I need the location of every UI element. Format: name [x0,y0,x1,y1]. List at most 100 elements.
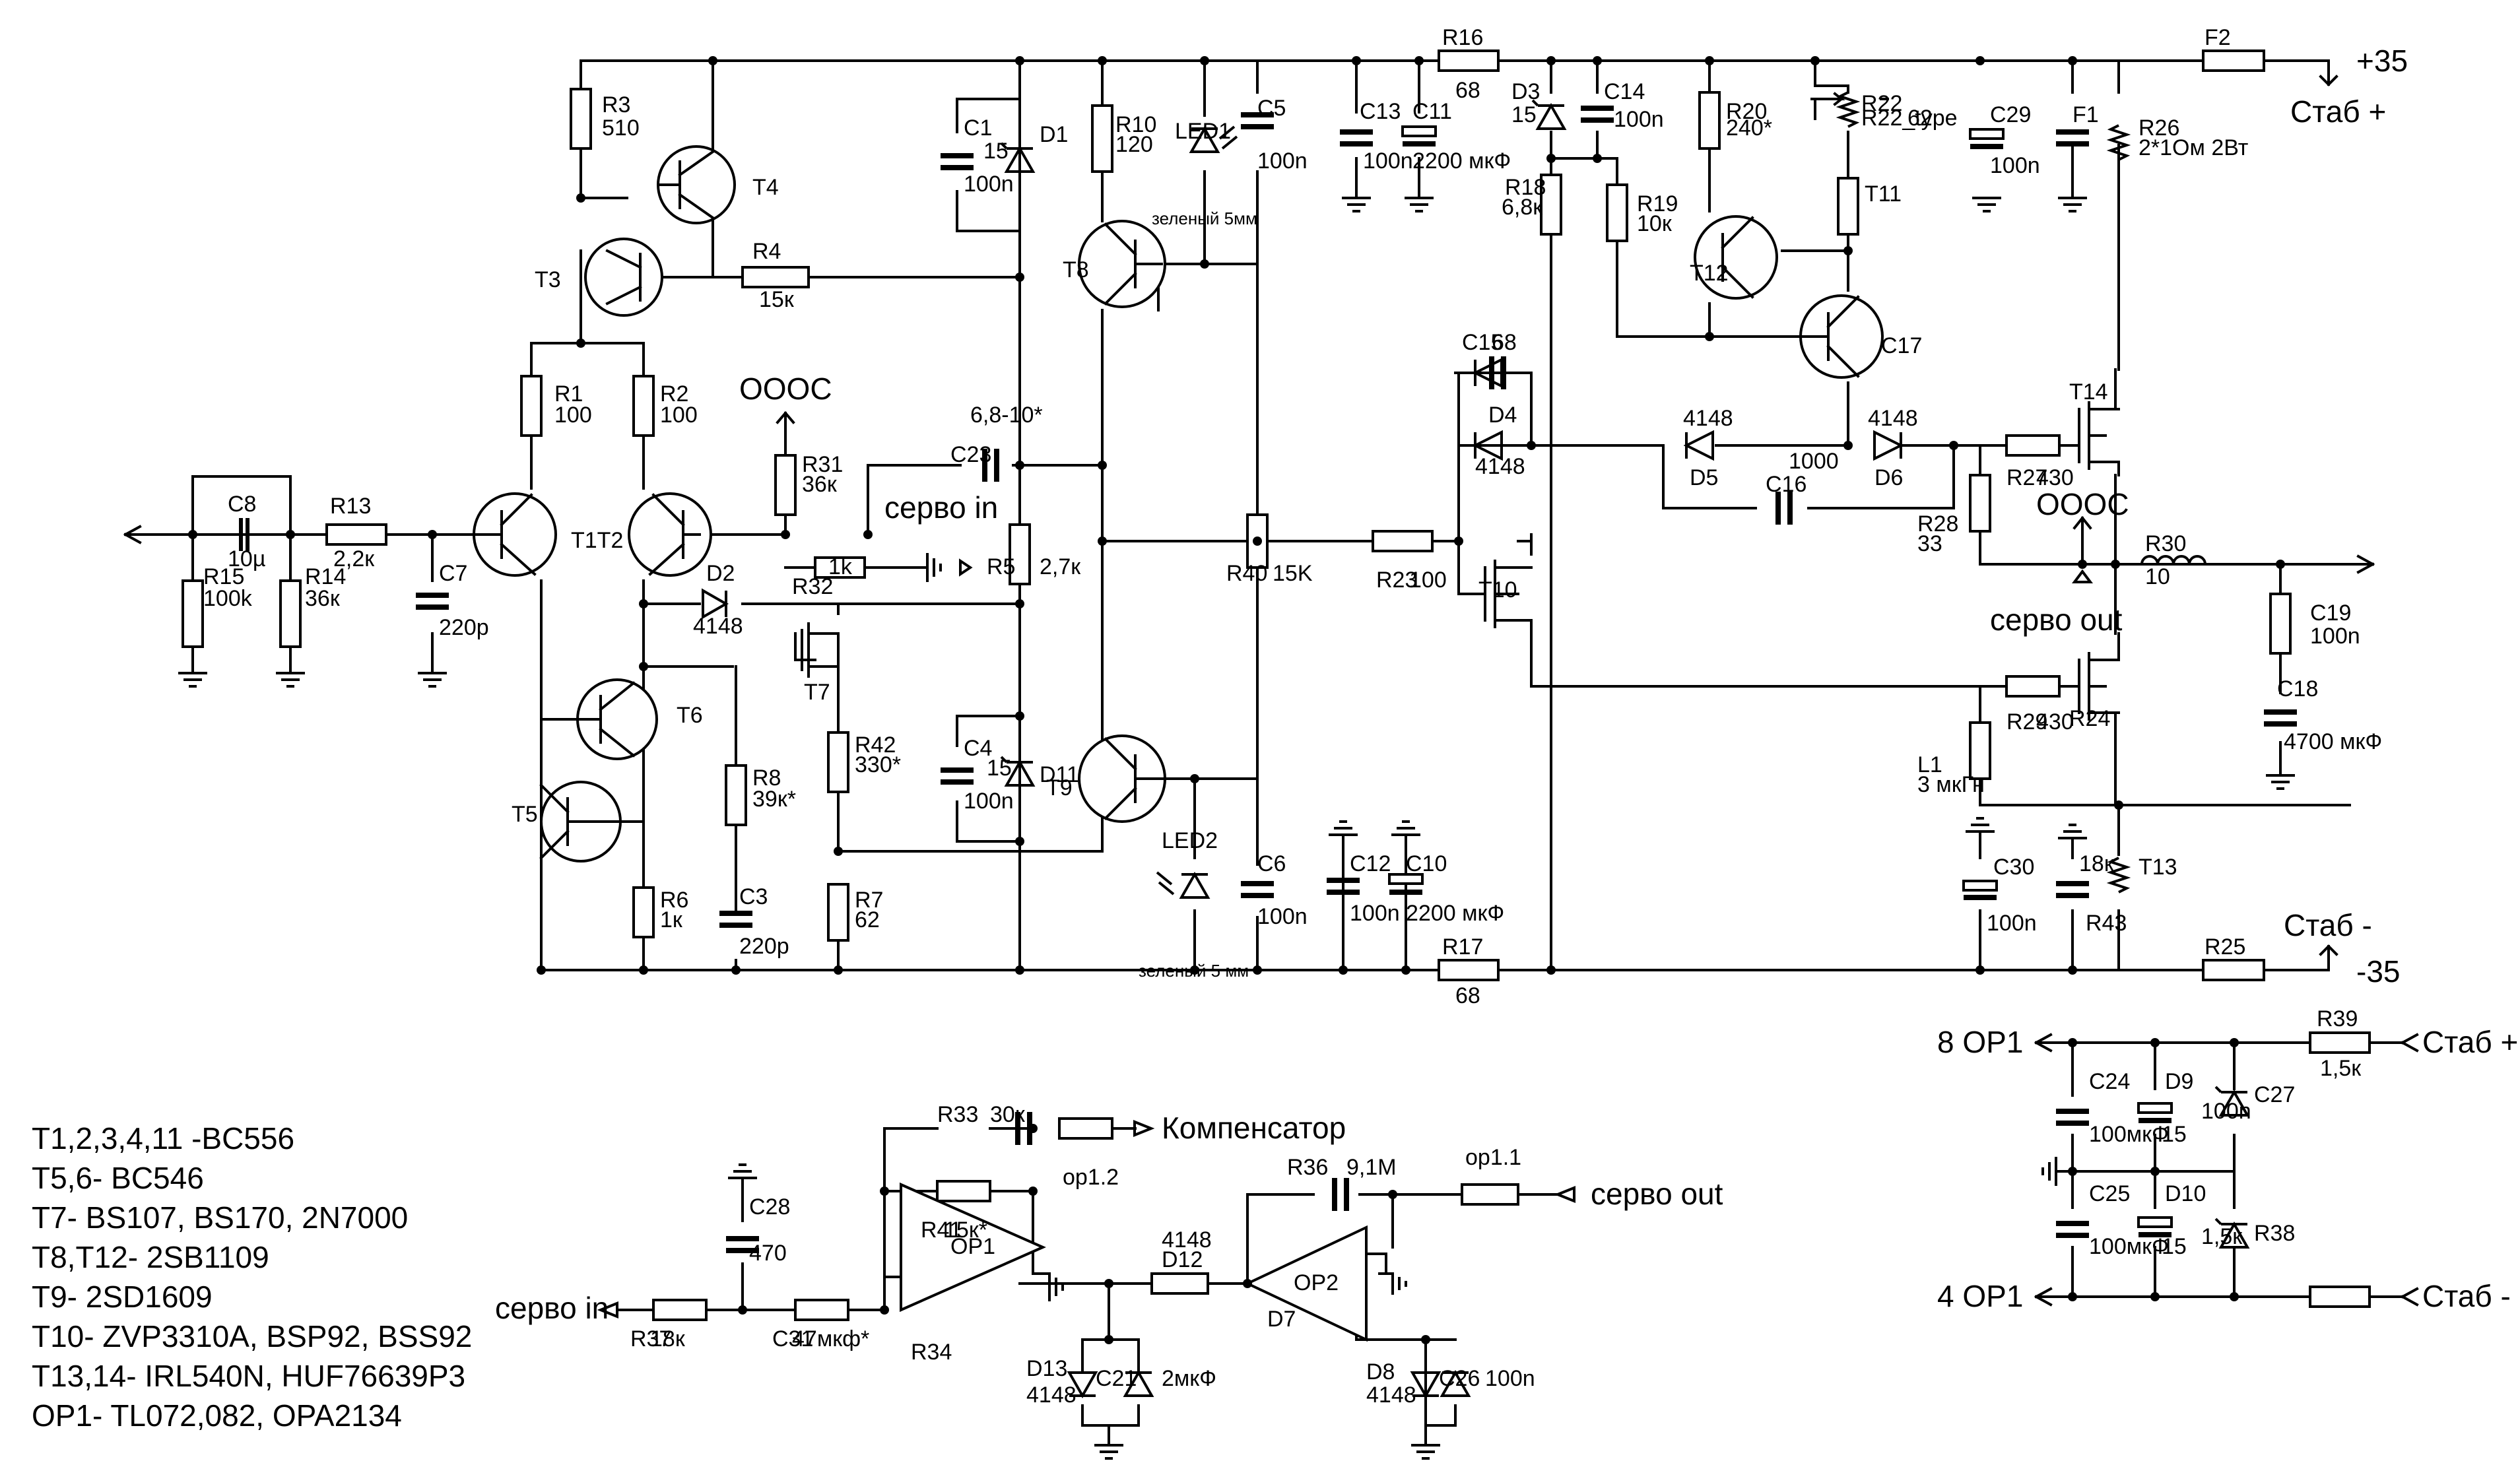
val-c3: 220p [739,934,789,959]
resistor-r10 [1091,104,1113,173]
stab-neg-label-2: Стаб - [2422,1279,2511,1313]
capacitor-c6 [1241,881,1274,898]
transistor-t4 [657,145,736,224]
ref-t5: T5 [512,802,538,827]
resistor-r29 [1969,721,1991,780]
resistor-r22 [1836,91,1861,128]
capacitor-c14 [1581,106,1614,123]
note-line: T10- ZVP3310A, BSP92, BSS92 [32,1319,473,1353]
transistor-t1 [473,492,557,577]
ref-r13: R13 [330,494,371,519]
op1-4-label: 4 OP1 [1937,1279,2023,1313]
resistor-r3 [570,88,592,150]
resistor-r14 [279,579,302,648]
ref-r2: R2 [660,381,688,407]
ref-r22: R22 [1861,91,1902,116]
resistor-r7 [827,883,849,942]
val-d10: 1,5к [2201,1224,2243,1249]
resistor-r41 [1058,1117,1113,1140]
ref-c11: C11 [1412,99,1452,124]
ref-r42: R42 [855,732,896,758]
servo-out-label: серво out [1990,602,2123,637]
ref-r30: C19 [2310,601,2351,626]
ref-d2: D2 [706,561,735,586]
oooc-arrow-1 [776,410,795,424]
capacitor-c3 [719,911,752,928]
compensator-arrow [1133,1120,1155,1137]
ref-c10: C10 [1406,851,1447,876]
ref-t1t2: T1T2 [571,528,623,553]
val-c21: 9,1M [1346,1155,1397,1180]
val-c24: 15 [2162,1122,2187,1147]
capacitor-c18 [1962,880,1998,900]
resistor-r36 [1461,1183,1519,1206]
type-r22: 62 [1907,106,1933,131]
transistors [473,145,2120,863]
op1-8-arrow [2034,1033,2053,1053]
val-r3: 510 [602,115,640,141]
val-r33: 15к* [944,1218,987,1243]
ref-op1-2: OP1 [950,1234,995,1259]
resistor-r16 [1438,49,1500,72]
capacitor-c13 [1340,129,1373,146]
capacitor-c8 [223,518,265,551]
ref-d13: C21 [1096,1366,1137,1391]
ref-l1: R30 [2145,531,2186,556]
resistor-r34 [1150,1272,1209,1295]
stab-pos-label: Стаб + [2290,94,2386,129]
val-d3: 15 [1511,102,1537,127]
note-line: T13,14- IRL540N, HUF76639P3 [32,1359,466,1393]
ref-c29: F1 [2072,102,2099,127]
ref-r26: T13 [2139,855,2177,880]
val-d12: 4148 [1026,1383,1077,1408]
capacitor-c5 [1241,112,1274,129]
val-r40: 15K [1273,561,1313,586]
ref-c8: C8 [228,492,256,517]
transistor-t10 [1484,560,1533,635]
capacitors [223,106,2297,1253]
ref-r5: R5 [987,554,1015,579]
val-r7: 62 [855,907,880,932]
capacitor-c31 [726,1236,759,1253]
resistor-r25 [2106,124,2131,161]
transistor-t14 [2078,632,2120,721]
diode-d5 [1683,430,1714,461]
wires [124,59,2404,1447]
input-arrow [123,525,142,544]
ref-c12: C12 [1350,851,1391,876]
ref-r15: R15 [203,564,244,589]
oooc-label-1: OOOC [739,372,832,406]
op1-8-label: 8 OP1 [1937,1025,2023,1059]
ref-t8: T8 [1063,257,1089,282]
resistor-r39 [2309,1286,2371,1308]
ref-d1: D1 [1040,122,1068,147]
op1-4-arrow [2034,1287,2053,1307]
ref-r16: R16 [1442,25,1483,50]
zener-d1 [1000,142,1036,173]
ref-t12: C17 [1881,333,1922,358]
ref-c1: C1 [964,115,992,141]
zener-d10 [2214,1218,2250,1249]
ref-c4: C4 [964,736,992,761]
ref-r27: R28 [1917,511,1958,537]
ref-r20: R20 [1726,99,1767,124]
ref-r28: R29 [2006,709,2047,734]
ref-d9: C27 [2254,1082,2295,1107]
capacitor-c17 [1969,128,2005,149]
resistor-r15 [182,579,204,648]
resistor-r13 [325,523,387,546]
ref-c28: R33 [937,1102,978,1127]
transistor-t3 [584,238,663,317]
ref-c31: C28 [749,1194,790,1220]
val-r42: 330* [855,752,901,777]
resistor-r23 [1372,530,1434,552]
ref-t11: T12 [1690,261,1729,286]
ref-r40: R40 [1226,561,1267,586]
ref-r34: D12 [1162,1247,1203,1272]
inductor-l1 [2140,555,2206,565]
val-c5: 100n [1257,148,1308,174]
resistor-r30 [2269,593,2292,655]
capacitor-c26 [2056,1109,2089,1126]
val-r27: 33 [1917,531,1942,556]
val-r24: 430 [2036,465,2074,490]
